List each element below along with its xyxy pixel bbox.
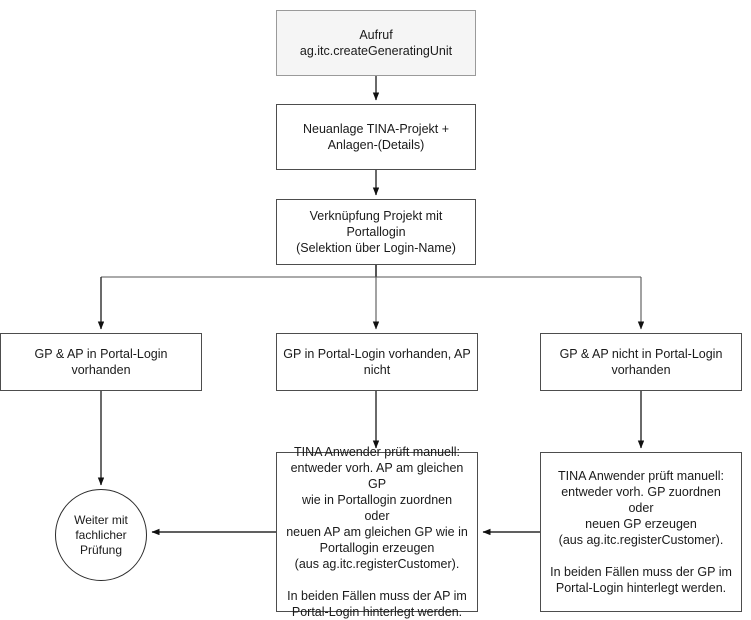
node-neuanlage-tina-projekt[interactable]: Neuanlage TINA-Projekt + Anlagen-(Detail…	[276, 104, 476, 170]
node-detail-gp-zuordnen-oder-erzeugen[interactable]: TINA Anwender prüft manuell: entweder vo…	[540, 452, 742, 612]
node-detail-ap-zuordnen-oder-erzeugen[interactable]: TINA Anwender prüft manuell: entweder vo…	[276, 445, 478, 619]
node-case-gp-und-ap-nicht-vorhanden[interactable]: GP & AP nicht in Portal-Login vorhanden	[540, 333, 742, 391]
node-end-weiter-mit-fachlicher-pruefung[interactable]: Weiter mit fachlicher Prüfung	[55, 489, 147, 581]
node-case-gp-vorhanden-ap-nicht[interactable]: GP in Portal-Login vorhanden, AP nicht	[276, 333, 478, 391]
node-start-aufruf[interactable]: Aufruf ag.itc.createGeneratingUnit	[276, 10, 476, 76]
node-case-gp-und-ap-vorhanden[interactable]: GP & AP in Portal-Login vorhanden	[0, 333, 202, 391]
node-verknuepfung-projekt-portallogin[interactable]: Verknüpfung Projekt mit Portallogin (Sel…	[276, 199, 476, 265]
